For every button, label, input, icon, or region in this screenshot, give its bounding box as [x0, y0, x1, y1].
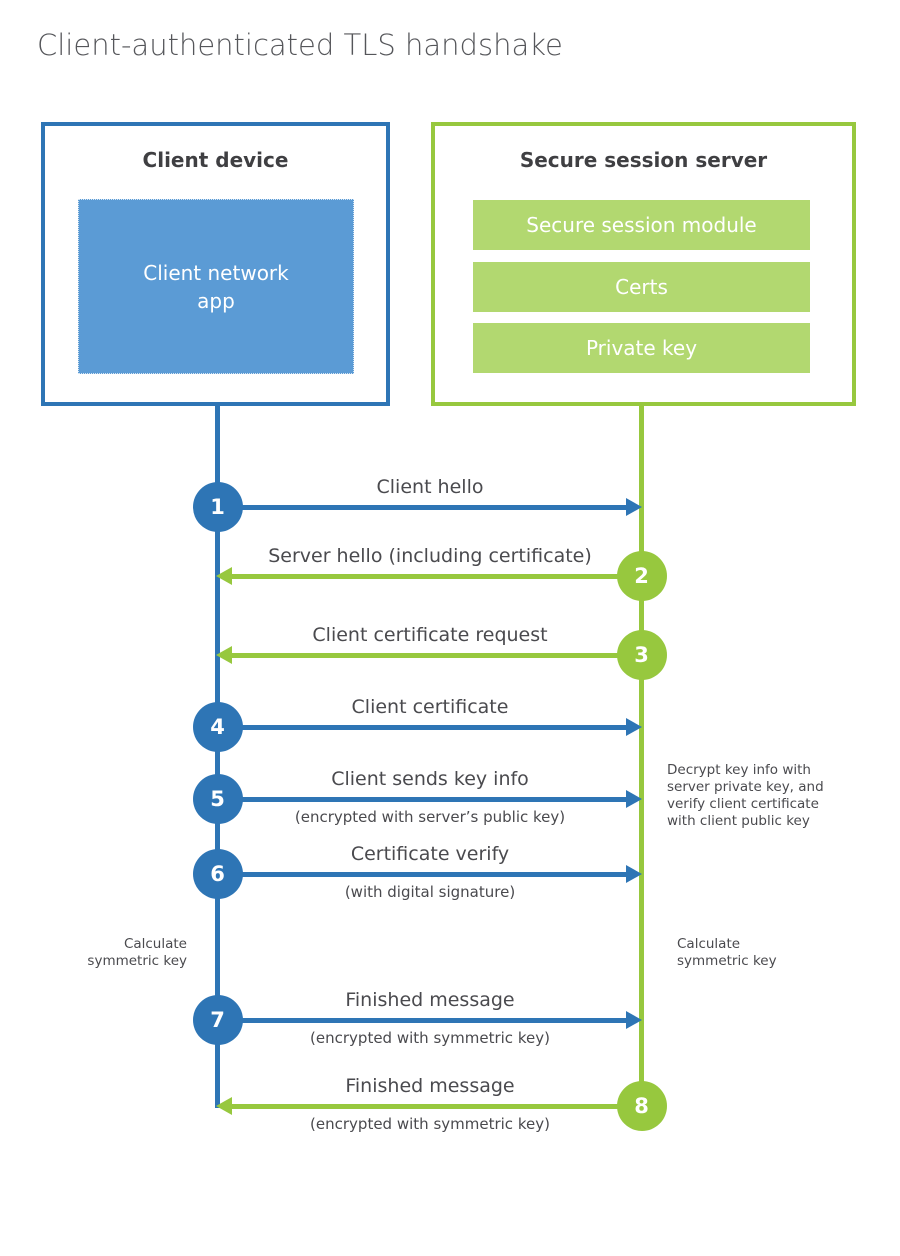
client-device-title: Client device — [142, 148, 289, 172]
message-line — [232, 652, 642, 658]
step-circle-1: 1 — [192, 482, 243, 532]
message-sublabel: (with digital signature) — [344, 883, 516, 901]
step-circle-6: 6 — [192, 849, 243, 899]
client-lifeline — [215, 406, 220, 1108]
message-sublabel: (encrypted with server’s public key) — [294, 808, 566, 826]
message-label: Client hello — [376, 476, 484, 498]
message-arrowhead-right — [626, 790, 642, 808]
step-circle-4: 4 — [192, 702, 243, 752]
message-arrowhead-right — [626, 498, 642, 516]
step-circle-3: 3 — [616, 630, 667, 680]
message-label: Server hello (including certificate) — [268, 545, 592, 567]
server-component-secure-session-module: Secure session module — [473, 200, 810, 250]
message-line — [232, 573, 642, 579]
message-arrowhead-left — [216, 646, 232, 664]
server-lifeline — [639, 406, 644, 1106]
message-label: Client certificate — [351, 696, 509, 718]
step-circle-2: 2 — [616, 551, 667, 601]
message-label: Finished message — [345, 989, 515, 1011]
message-arrowhead-left — [216, 1097, 232, 1115]
step-circle-5: 5 — [192, 774, 243, 824]
message-line — [218, 796, 628, 802]
message-arrowhead-right — [626, 718, 642, 736]
message-line — [218, 724, 628, 730]
message-label: Certificate verify — [350, 843, 510, 865]
step-circle-8: 8 — [616, 1081, 667, 1131]
secure-session-server-title: Secure session server — [519, 148, 768, 172]
page-title: Client-authenticated TLS handshake — [37, 28, 563, 62]
message-line — [232, 1103, 642, 1109]
message-arrowhead-right — [626, 865, 642, 883]
message-line — [218, 871, 628, 877]
message-sublabel: (encrypted with symmetric key) — [310, 1029, 550, 1047]
server-component-certs: Certs — [473, 262, 810, 312]
message-arrowhead-left — [216, 567, 232, 585]
step-circle-7: 7 — [192, 995, 243, 1045]
message-arrowhead-right — [626, 1011, 642, 1029]
message-line — [218, 1017, 628, 1023]
message-label: Client certificate request — [312, 624, 548, 646]
server-component-private-key: Private key — [473, 323, 810, 373]
message-sublabel: (encrypted with symmetric key) — [310, 1115, 550, 1133]
message-label: Client sends key info — [331, 768, 529, 790]
message-line — [218, 504, 628, 510]
message-label: Finished message — [345, 1075, 515, 1097]
